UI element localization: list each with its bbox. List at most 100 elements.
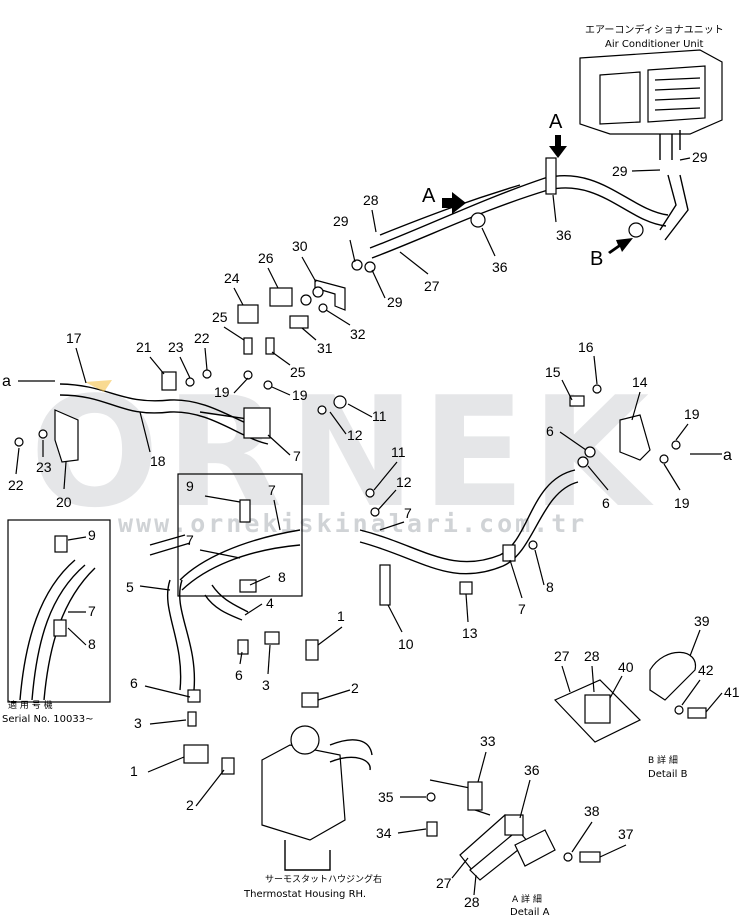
serial-caption-jp: 適 用 号 機 bbox=[8, 699, 53, 711]
marker-b: B bbox=[590, 248, 603, 270]
bracket-20 bbox=[54, 409, 79, 463]
callout-c3a: 3 bbox=[262, 677, 270, 693]
leader-c21 bbox=[149, 356, 165, 375]
detail-a-caption-jp: A 詳 細 bbox=[512, 893, 542, 905]
callout-c37: 37 bbox=[618, 826, 634, 842]
leader-c38 bbox=[571, 821, 593, 853]
leader-c34 bbox=[397, 828, 427, 834]
leader-c3a bbox=[267, 644, 271, 675]
callout-c40: 40 bbox=[618, 659, 634, 675]
leader-c2b bbox=[195, 769, 225, 807]
callout-c9a: 9 bbox=[186, 478, 194, 494]
thermostat-housing-body bbox=[261, 744, 346, 841]
fittings-cluster bbox=[237, 259, 376, 355]
clamp-36-top bbox=[545, 157, 557, 195]
air-conditioner-caption-en: Air Conditioner Unit bbox=[605, 39, 704, 50]
callout-c23b: 23 bbox=[36, 459, 52, 475]
callout-c6b: 6 bbox=[602, 495, 610, 511]
leader-c1b bbox=[147, 756, 185, 773]
leader-c31 bbox=[301, 327, 317, 341]
leader-c39 bbox=[689, 629, 701, 657]
leader-c5 bbox=[139, 585, 171, 591]
callout-c8b: 8 bbox=[88, 636, 96, 652]
callout-c23a: 23 bbox=[168, 339, 184, 355]
callout-c6d: 6 bbox=[130, 675, 138, 691]
fitting-b bbox=[628, 222, 644, 238]
callout-c19a: 19 bbox=[214, 384, 230, 400]
leader-c36a bbox=[552, 194, 557, 223]
leader-c11a bbox=[347, 403, 373, 418]
watermark-url: www.ornekiskinalari.com.tr bbox=[118, 509, 587, 538]
callout-c22a: 22 bbox=[194, 330, 210, 346]
watermark: ORNEK www.ornekiskinalari.com.tr bbox=[30, 364, 649, 541]
leader-c19d bbox=[663, 463, 681, 491]
clip-39 bbox=[649, 651, 696, 701]
leader-c11b bbox=[373, 461, 398, 491]
detail-box-center-frame bbox=[177, 473, 303, 597]
detail-b-caption-en: Detail B bbox=[648, 769, 688, 780]
callout-c8c: 8 bbox=[546, 579, 554, 595]
callout-c1b: 1 bbox=[130, 763, 138, 779]
leader-c30 bbox=[301, 256, 317, 283]
callout-c12a: 12 bbox=[347, 427, 363, 443]
callout-c29d: 29 bbox=[387, 294, 403, 310]
detail-a-caption-en: Detail A bbox=[510, 907, 550, 917]
callout-c29c: 29 bbox=[333, 213, 349, 229]
callout-c7f: 7 bbox=[518, 601, 526, 617]
leader-c19c bbox=[675, 423, 689, 441]
leader-c22a bbox=[204, 347, 208, 371]
callout-c33: 33 bbox=[480, 733, 496, 749]
fitting-7-left bbox=[243, 407, 271, 439]
bracket-10 bbox=[379, 564, 391, 606]
callout-c7d: 7 bbox=[404, 505, 412, 521]
callout-c42: 42 bbox=[698, 662, 714, 678]
callout-c2a: 2 bbox=[351, 680, 359, 696]
serial-caption-en: Serial No. 10033~ bbox=[2, 714, 93, 725]
leader-c40 bbox=[609, 675, 623, 699]
callout-c6c: 6 bbox=[235, 667, 243, 683]
detail-box-serial-frame bbox=[7, 519, 111, 703]
leader-c16 bbox=[593, 355, 598, 385]
leader-c29b bbox=[631, 169, 661, 172]
leader-c2a bbox=[317, 689, 351, 701]
leader-c8a bbox=[249, 575, 271, 586]
leader-c36b bbox=[481, 227, 496, 257]
callout-c31: 31 bbox=[317, 340, 333, 356]
callout-c19d: 19 bbox=[674, 495, 690, 511]
leader-c7d bbox=[379, 521, 405, 531]
leader-c20 bbox=[63, 461, 67, 490]
arrow-a-left bbox=[442, 192, 466, 214]
air-conditioner-unit: エアーコンディショナユニット Air Conditioner Unit bbox=[579, 23, 724, 160]
leader-c23a bbox=[179, 356, 191, 379]
callout-c19c: 19 bbox=[684, 406, 700, 422]
leader-c12b bbox=[377, 489, 397, 511]
air-conditioner-caption-jp: エアーコンディショナユニット bbox=[585, 23, 724, 36]
detail-b-caption-jp: B 詳 細 bbox=[648, 754, 678, 766]
callout-c12b: 12 bbox=[396, 474, 412, 490]
leader-c12a bbox=[329, 411, 347, 435]
leader-c1a bbox=[317, 626, 343, 646]
callout-c27: 27 bbox=[424, 278, 440, 294]
callout-c28b: 28 bbox=[584, 648, 600, 664]
callout-c32: 32 bbox=[350, 326, 366, 342]
leader-c6c bbox=[239, 651, 243, 665]
callout-c17: 17 bbox=[66, 330, 82, 346]
leader-c8b bbox=[67, 627, 87, 646]
bolt-13 bbox=[459, 581, 473, 595]
callout-c7e: 7 bbox=[88, 603, 96, 619]
leader-c18 bbox=[139, 411, 151, 453]
leader-c19b bbox=[271, 386, 291, 396]
view-arrows: A A B bbox=[422, 111, 633, 270]
leader-c4 bbox=[244, 603, 263, 616]
callout-c36b: 36 bbox=[492, 259, 508, 275]
callout-c20: 20 bbox=[56, 494, 72, 510]
callout-c27b: 27 bbox=[554, 648, 570, 664]
callout-c18: 18 bbox=[150, 453, 166, 469]
leader-c7c bbox=[199, 549, 241, 559]
leader-c42 bbox=[681, 679, 701, 706]
arrow-a-top bbox=[549, 135, 567, 158]
leader-c36c bbox=[519, 779, 531, 819]
callout-c14: 14 bbox=[632, 374, 648, 390]
callout-c27c: 27 bbox=[436, 875, 452, 891]
